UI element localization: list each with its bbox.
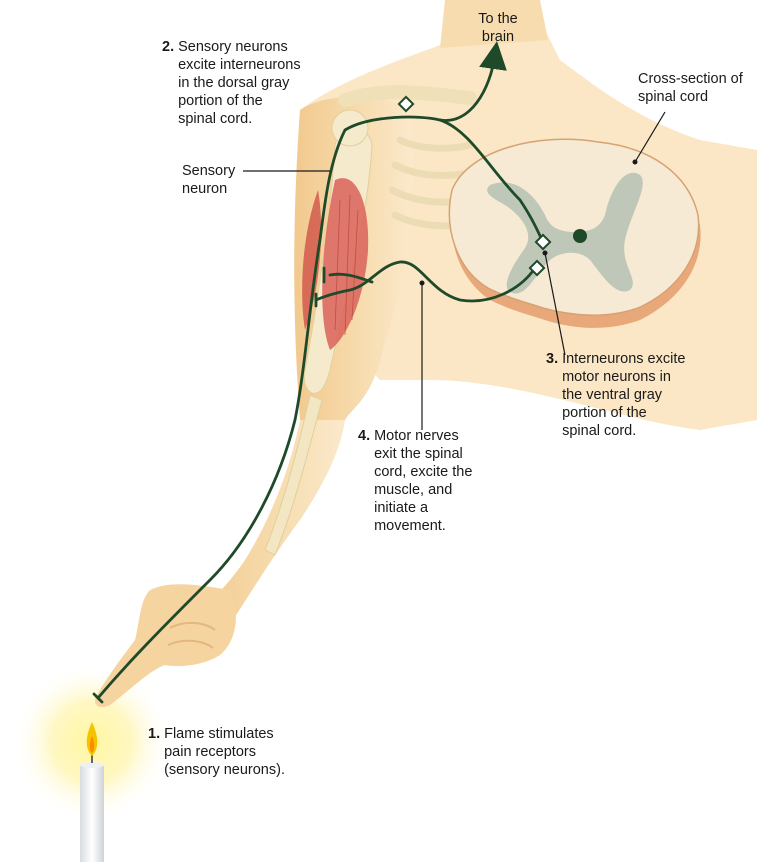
leader-lines [243, 111, 666, 430]
central-canal [573, 229, 587, 243]
sensory-neuron-label: Sensory neuron [182, 163, 236, 197]
sensory-neuron-path [96, 115, 544, 700]
gray-matter [487, 172, 643, 294]
step-4-label: 4. Motor nerves exit the spinal cord, ex… [358, 427, 472, 535]
step-number: 2. [162, 39, 175, 55]
radius-ulna [264, 394, 323, 556]
neck [440, 0, 548, 48]
forearm [190, 420, 345, 640]
step-number: 1. [148, 726, 161, 742]
hand [94, 584, 236, 708]
step-2-label: 2. Sensory neurons excite interneurons i… [162, 38, 301, 128]
motor-branch [328, 272, 374, 284]
step-text: Interneurons excite motor neurons in the… [562, 351, 686, 439]
step-text: Flame stimulates pain receptors (sensory… [164, 726, 285, 778]
step-3-label: 3. Interneurons excite motor neurons in … [546, 350, 685, 440]
to-brain-path [438, 41, 507, 122]
to-brain-label: To the brain [478, 11, 518, 45]
motor-neuron-path [314, 260, 537, 303]
fingers [167, 622, 216, 649]
step-text: Sensory neurons excite interneurons in t… [178, 39, 301, 127]
biceps-muscle [322, 178, 369, 350]
clavicle [338, 85, 477, 107]
candle-icon [80, 722, 104, 862]
step-number: 3. [546, 351, 559, 367]
step-text: Motor nerves exit the spinal cord, excit… [374, 428, 473, 534]
muscle-striations [334, 194, 359, 336]
cross-section-label: Cross-section of spinal cord [638, 71, 743, 105]
synapse-markers [397, 95, 552, 277]
step-number: 4. [358, 428, 371, 444]
triceps-muscle [302, 190, 322, 330]
step-1-label: 1. Flame stimulates pain receptors (sens… [148, 725, 285, 779]
nerve-pathways [92, 41, 544, 704]
